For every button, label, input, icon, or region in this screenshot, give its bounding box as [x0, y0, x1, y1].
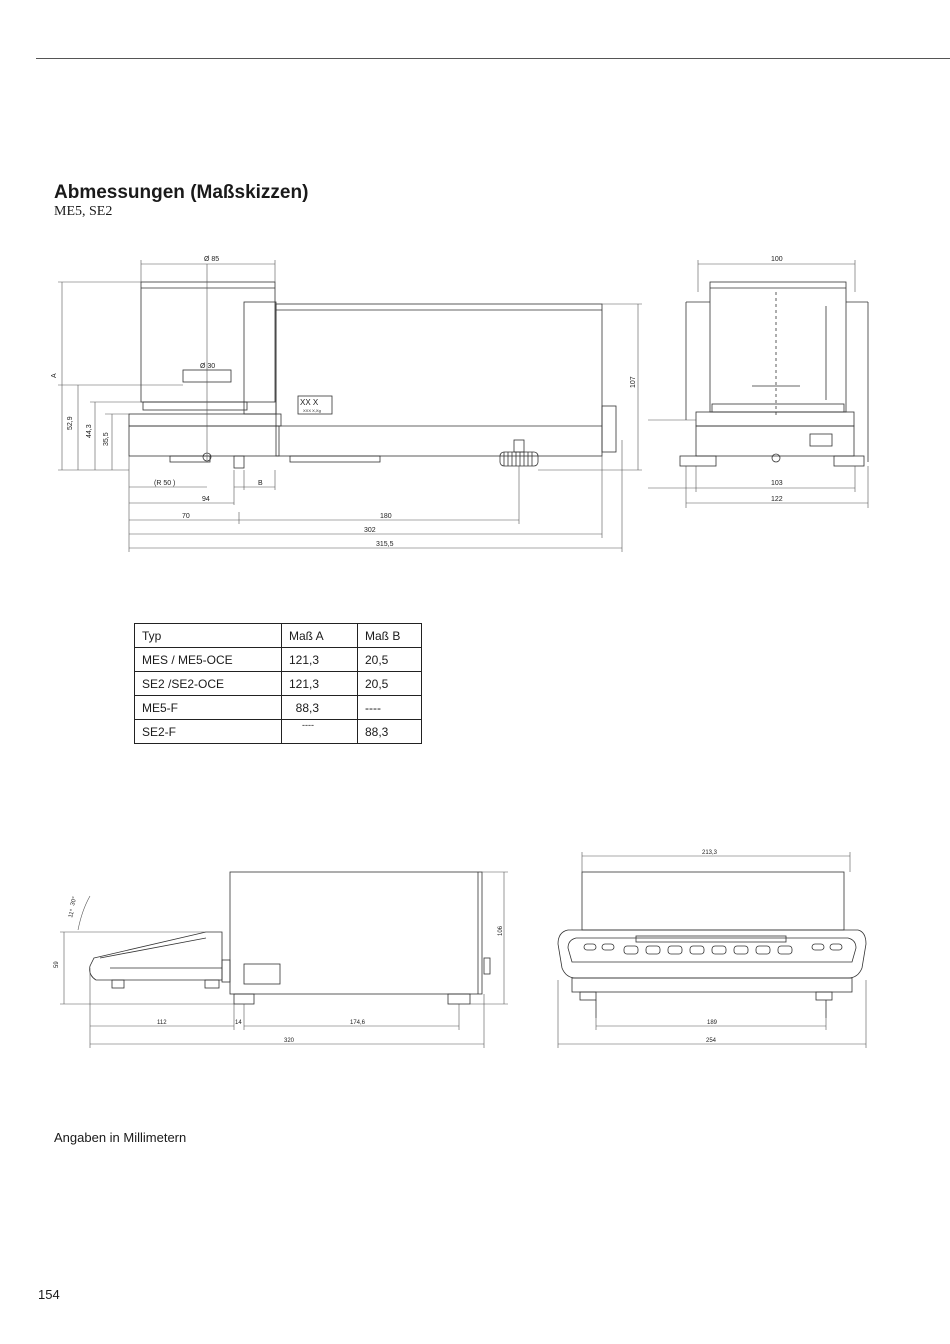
- nameplate-line2: XXX X,Xg: [303, 408, 321, 413]
- units-footnote: Angaben in Millimetern: [54, 1130, 187, 1145]
- side-view-drawing: [58, 260, 642, 552]
- table-cell: 121,3: [281, 647, 358, 672]
- dim-59: 59: [54, 961, 60, 968]
- dim-angle-30: 30°: [70, 896, 78, 907]
- dim-r50: (R 50 ): [154, 480, 175, 487]
- dim-angle-11: 11°: [68, 908, 76, 918]
- dim-52-9: 52,9: [67, 416, 74, 430]
- dim-14: 14: [235, 1020, 242, 1026]
- dim-302: 302: [364, 527, 376, 534]
- page-subtitle: ME5, SE2: [54, 204, 113, 219]
- table-row: SE2 /SE2-OCE 121,3 20,5: [134, 671, 422, 696]
- header-rule: [36, 58, 950, 59]
- dim-189: 189: [707, 1020, 718, 1026]
- dimensions-table: Typ Maß A Maß B MES / ME5-OCE 121,3 20,5…: [134, 623, 422, 744]
- dim-a: A: [51, 373, 58, 378]
- table-header-row: Typ Maß A Maß B: [134, 623, 422, 648]
- table-row: SE2-F ---- 88,3: [134, 719, 422, 744]
- side-view-display-drawing: [60, 871, 508, 1048]
- table-cell: SE2 /SE2-OCE: [134, 671, 282, 696]
- table-cell: MES / ME5-OCE: [134, 647, 282, 672]
- table-cell: ME5-F: [134, 695, 282, 720]
- dim-254: 254: [706, 1038, 717, 1044]
- table-cell: SE2-F: [134, 719, 282, 744]
- dim-35-5: 35,5: [103, 432, 110, 446]
- page-title: Abmessungen (Maßskizzen): [54, 182, 309, 203]
- dim-44-3: 44,3: [86, 424, 93, 438]
- table-cell: 20,5: [357, 671, 422, 696]
- dim-diameter-30: Ø 30: [200, 363, 215, 370]
- table-cell: 88,3: [281, 695, 358, 720]
- table-header-cell: Maß B: [357, 623, 422, 648]
- dim-b: B: [258, 480, 263, 487]
- dim-174-6: 174,6: [350, 1020, 366, 1026]
- dim-diameter-85: Ø 85: [204, 256, 219, 263]
- dim-213-3: 213,3: [702, 850, 718, 856]
- table-row: MES / ME5-OCE 121,3 20,5: [134, 647, 422, 672]
- dim-180: 180: [380, 513, 392, 520]
- dim-315-5: 315,5: [376, 541, 394, 548]
- table-header-cell: Typ: [134, 623, 282, 648]
- dim-320: 320: [284, 1038, 295, 1044]
- dim-100: 100: [771, 256, 783, 263]
- dim-70: 70: [182, 513, 190, 520]
- table-cell: 88,3: [357, 719, 422, 744]
- table-header-cell: Maß A: [281, 623, 358, 648]
- table-cell: 20,5: [357, 647, 422, 672]
- front-view-keypad-drawing: [557, 852, 867, 1048]
- table-row: ME5-F 88,3 ----: [134, 695, 422, 720]
- dim-94: 94: [202, 496, 210, 503]
- dim-106: 106: [498, 925, 504, 936]
- page-number: 154: [38, 1287, 60, 1302]
- front-view-drawing: [648, 260, 869, 508]
- dim-103: 103: [771, 480, 783, 487]
- nameplate-line1: XX X: [300, 398, 319, 407]
- dim-122: 122: [771, 496, 783, 503]
- dim-107: 107: [630, 376, 637, 388]
- table-cell: ----: [357, 695, 422, 720]
- table-cell: 121,3: [281, 671, 358, 696]
- table-cell: ----: [281, 719, 358, 744]
- dim-112: 112: [157, 1020, 167, 1026]
